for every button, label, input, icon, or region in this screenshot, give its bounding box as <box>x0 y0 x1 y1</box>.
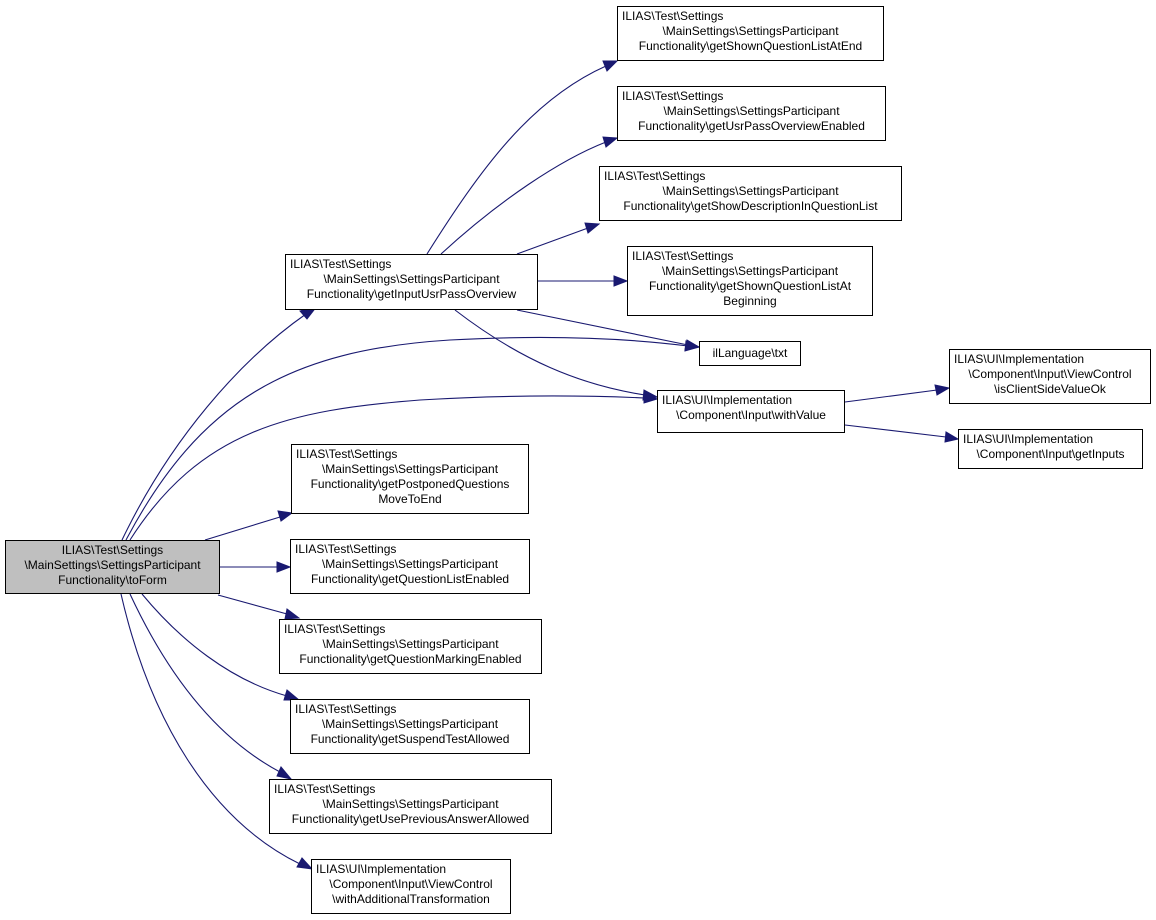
arrowhead <box>284 608 301 620</box>
arrowhead <box>613 275 629 287</box>
node-label-line: Functionality\getUsrPassOverviewEnabled <box>638 119 865 133</box>
node-label-line: \MainSettings\SettingsParticipant <box>323 272 500 286</box>
edge-toForm-getQuestionMarkingEnabled <box>217 594 288 615</box>
arrowhead <box>944 431 960 443</box>
arrowhead <box>277 510 294 522</box>
edge-getInputUsrPassOverview-getShowDescriptionInQuestionList <box>516 227 589 255</box>
node-label-line: \MainSettings\SettingsParticipant <box>663 104 840 118</box>
node-label-line: ILIAS\Test\Settings <box>295 702 397 716</box>
node-label-line: Functionality\getQuestionListEnabled <box>310 572 510 586</box>
node-label-line: \MainSettings\SettingsParticipant <box>321 462 499 476</box>
node-getUsePreviousAnswerAllowed[interactable]: ILIAS\Test\Settings \MainSettings\Settin… <box>269 779 552 834</box>
node-label-line: ILIAS\Test\Settings <box>296 447 398 461</box>
node-label-line: ILIAS\UI\Implementation <box>316 862 447 876</box>
edge-toForm-withValue <box>129 395 646 541</box>
node-label-line: \MainSettings\SettingsParticipant <box>24 558 201 572</box>
node-label-line: MoveToEnd <box>378 492 442 506</box>
edge-withValue-isClientSideValueOk <box>844 389 938 403</box>
edge-toForm-withAdditionalTransformation <box>120 593 301 865</box>
edge-getInputUsrPassOverview-withValue <box>454 309 646 396</box>
arrowhead <box>584 222 601 234</box>
edge-getInputUsrPassOverview-getUsrPassOverviewEnabled <box>440 141 607 255</box>
node-getShowDescriptionInQuestionList[interactable]: ILIAS\Test\Settings \MainSettings\Settin… <box>599 166 902 221</box>
node-label-line: ILIAS\Test\Settings <box>604 169 706 183</box>
node-txt[interactable]: ilLanguage\txt <box>699 341 801 366</box>
node-label-line: \MainSettings\SettingsParticipant <box>662 184 839 198</box>
edge-toForm-txt <box>125 336 689 541</box>
edge-toForm-getSuspendTestAllowed <box>141 593 288 697</box>
node-label-line: \Component\Input\getInputs <box>976 447 1125 461</box>
node-label-line: \MainSettings\SettingsParticipant <box>322 797 499 811</box>
node-label-line: ILIAS\UI\Implementation <box>954 352 1085 366</box>
node-label-line: Functionality\toForm <box>58 573 167 587</box>
node-label-line: Functionality\getShownQuestionListAtEnd <box>638 39 863 53</box>
arrowhead <box>276 561 292 573</box>
node-label-line: Beginning <box>723 294 777 308</box>
node-label-line: Functionality\getInputUsrPassOverview <box>306 287 517 301</box>
node-label-line: Functionality\getSuspendTestAllowed <box>310 732 510 746</box>
arrowhead <box>684 339 701 351</box>
node-getQuestionMarkingEnabled[interactable]: ILIAS\Test\Settings \MainSettings\Settin… <box>279 619 542 674</box>
node-getInputs[interactable]: ILIAS\UI\Implementation \Component\Input… <box>958 429 1143 469</box>
node-label-line: \Component\Input\ViewControl <box>329 877 493 891</box>
node-label-line: ILIAS\Test\Settings <box>290 257 392 271</box>
node-label-line: Functionality\getPostponedQuestions <box>310 477 510 491</box>
node-label-line: \withAdditionalTransformation <box>332 892 490 906</box>
node-label-line: Functionality\getQuestionMarkingEnabled <box>299 652 522 666</box>
node-label-line: ILIAS\Test\Settings <box>274 782 376 796</box>
node-getInputUsrPassOverview[interactable]: ILIAS\Test\Settings \MainSettings\Settin… <box>285 254 538 310</box>
node-label-line: ILIAS\Test\Settings <box>284 622 386 636</box>
node-getUsrPassOverviewEnabled[interactable]: ILIAS\Test\Settings \MainSettings\Settin… <box>617 86 886 141</box>
node-label-line: ILIAS\UI\Implementation <box>662 393 793 407</box>
node-label-line: ILIAS\Test\Settings <box>61 543 164 557</box>
node-label-line: ILIAS\UI\Implementation <box>963 432 1094 446</box>
arrowhead <box>934 384 951 396</box>
node-withValue[interactable]: ILIAS\UI\Implementation \Component\Input… <box>657 390 845 433</box>
node-label-line: \MainSettings\SettingsParticipant <box>661 264 839 278</box>
node-label-line: Functionality\getShowDescriptionInQuesti… <box>623 199 878 213</box>
node-label-line: ilLanguage\txt <box>712 346 788 360</box>
arrowhead <box>296 857 314 870</box>
node-getShownQuestionListAtBeginning[interactable]: ILIAS\Test\Settings \MainSettings\Settin… <box>627 246 873 316</box>
node-label-line: Functionality\getUsePreviousAnswerAllowe… <box>291 812 530 826</box>
edge-toForm-getPostponedQuestionsMoveToEnd <box>204 516 281 541</box>
arrowhead <box>602 136 619 148</box>
node-label-line: ILIAS\Test\Settings <box>622 9 724 23</box>
node-isClientSideValueOk[interactable]: ILIAS\UI\Implementation \Component\Input… <box>949 349 1151 404</box>
node-withAdditionalTransformation[interactable]: ILIAS\UI\Implementation \Component\Input… <box>311 859 511 914</box>
node-getQuestionListEnabled[interactable]: ILIAS\Test\Settings \MainSettings\Settin… <box>290 539 530 594</box>
node-label-line: \Component\Input\withValue <box>676 408 826 422</box>
node-getPostponedQuestionsMoveToEnd[interactable]: ILIAS\Test\Settings \MainSettings\Settin… <box>291 444 529 514</box>
node-label-line: ILIAS\Test\Settings <box>622 89 724 103</box>
edge-getInputUsrPassOverview-txt <box>516 309 689 346</box>
arrowhead <box>642 389 659 401</box>
node-label-line: \MainSettings\SettingsParticipant <box>321 717 499 731</box>
edge-toForm-getInputUsrPassOverview <box>121 313 307 541</box>
node-label-line: \MainSettings\SettingsParticipant <box>662 24 839 38</box>
arrowhead <box>602 60 619 72</box>
edge-getInputUsrPassOverview-getShownQuestionListAtEnd <box>426 65 607 255</box>
node-getShownQuestionListAtEnd[interactable]: ILIAS\Test\Settings \MainSettings\Settin… <box>617 6 884 61</box>
node-label-line: \MainSettings\SettingsParticipant <box>321 557 499 571</box>
arrowhead <box>276 766 293 780</box>
edge-withValue-getInputs <box>844 424 947 438</box>
node-label-line: \MainSettings\SettingsParticipant <box>322 637 499 651</box>
node-label-line: ILIAS\Test\Settings <box>632 249 734 263</box>
node-label-line: \isClientSideValueOk <box>994 382 1106 396</box>
node-label-line: \Component\Input\ViewControl <box>968 367 1132 381</box>
edge-toForm-getUsePreviousAnswerAllowed <box>129 593 281 773</box>
node-label-line: ILIAS\Test\Settings <box>295 542 397 556</box>
node-label-line: Functionality\getShownQuestionListAt <box>648 279 852 293</box>
node-getSuspendTestAllowed[interactable]: ILIAS\Test\Settings \MainSettings\Settin… <box>290 699 530 754</box>
node-toForm[interactable]: ILIAS\Test\Settings \MainSettings\Settin… <box>5 540 220 594</box>
